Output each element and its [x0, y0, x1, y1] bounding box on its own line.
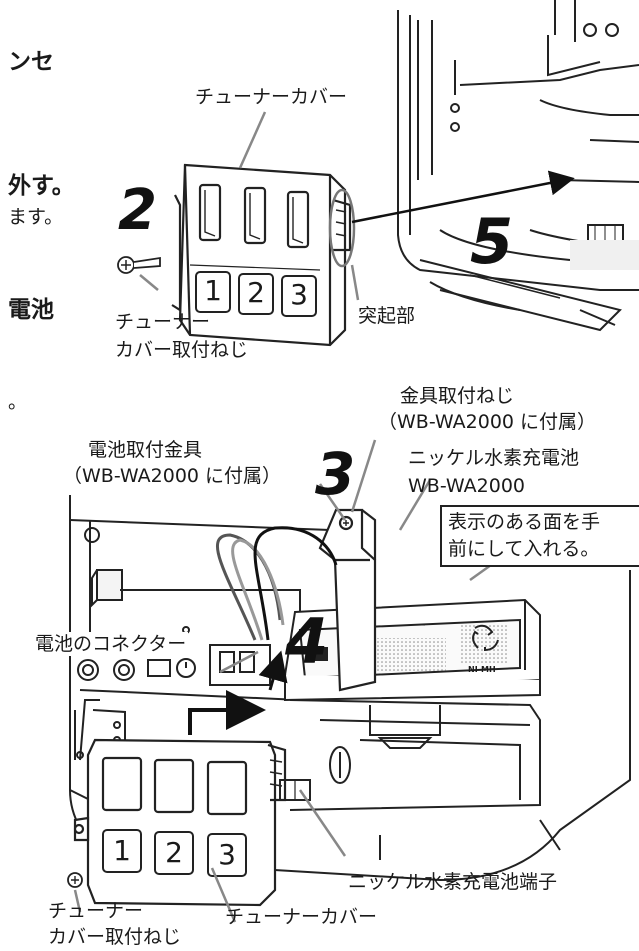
screw-top: [117, 256, 161, 274]
label-cover-screw-top-line2: カバー取付ねじ: [115, 339, 249, 361]
step-number-3: 3: [315, 440, 356, 508]
battery-bracket: [318, 508, 377, 692]
label-cover-screw-bottom-line2: カバー取付ねじ: [48, 926, 182, 948]
label-cover-screw-top-line1: チューナー: [115, 311, 211, 333]
callout-line-2: 前にして入れる。: [448, 538, 600, 560]
label-battery-bracket-line2: （WB-WA2000 に付属）: [63, 465, 282, 487]
left-fragment-3: ます。: [8, 206, 64, 228]
tuner-cover-bottom: [73, 738, 287, 907]
label-cover-screw-bottom-line1: チューナー: [48, 900, 144, 922]
protrusion-highlight: [328, 188, 356, 268]
leader-lines-top: [139, 111, 360, 301]
label-bracket-screw-line2: （WB-WA2000 に付属）: [378, 411, 597, 433]
label-nimh-battery-line2: WB-WA2000: [408, 475, 526, 497]
screw-bottom: [67, 872, 83, 888]
cover-digit-top-1: 1: [204, 274, 222, 307]
label-tuner-cover-top: チューナーカバー: [195, 86, 348, 108]
insertion-arrow-top: [351, 170, 575, 224]
cover-digit-bottom-2: 2: [165, 836, 183, 869]
left-fragment-2: 外す。: [8, 173, 75, 199]
cover-buttons-bottom: [102, 829, 247, 877]
leader-lines-bottom: [73, 439, 499, 923]
label-bracket-screw-line1: 金具取付ねじ: [400, 385, 515, 407]
label-nimh-battery-line1: ニッケル水素充電池: [408, 447, 580, 469]
label-protrusion: 突起部: [358, 305, 416, 327]
left-fragment-1: ンセ: [8, 49, 54, 75]
cover-buttons-top: [195, 271, 317, 317]
battery-mark: NI-MH: [468, 665, 496, 674]
step-number-5: 5: [470, 205, 514, 278]
label-battery-connector: 電池のコネクター: [33, 632, 189, 656]
cover-digit-bottom-1: 1: [113, 834, 131, 867]
label-nimh-terminal: ニッケル水素充電池端子: [348, 871, 558, 893]
label-battery-bracket-line1: 電池取付金具: [88, 439, 203, 461]
cover-digit-top-2: 2: [247, 276, 265, 309]
wires: [215, 526, 338, 641]
cover-digit-bottom-3: 3: [218, 838, 236, 871]
callout-box: 表示のある面を手 前にして入れる。: [440, 505, 639, 567]
connector-arrow: [258, 650, 288, 691]
callout-line-1: 表示のある面を手: [448, 511, 601, 533]
step-number-2: 2: [118, 178, 157, 243]
left-fragment-5: 。: [8, 391, 28, 413]
insertion-arrow-bottom: [188, 690, 266, 735]
label-tuner-cover-bottom: チューナーカバー: [225, 906, 378, 928]
left-fragment-4: 電池: [8, 297, 54, 323]
cover-digit-top-3: 3: [290, 278, 308, 311]
step-number-4: 4: [285, 605, 329, 678]
unit-top-view: [397, 0, 639, 332]
